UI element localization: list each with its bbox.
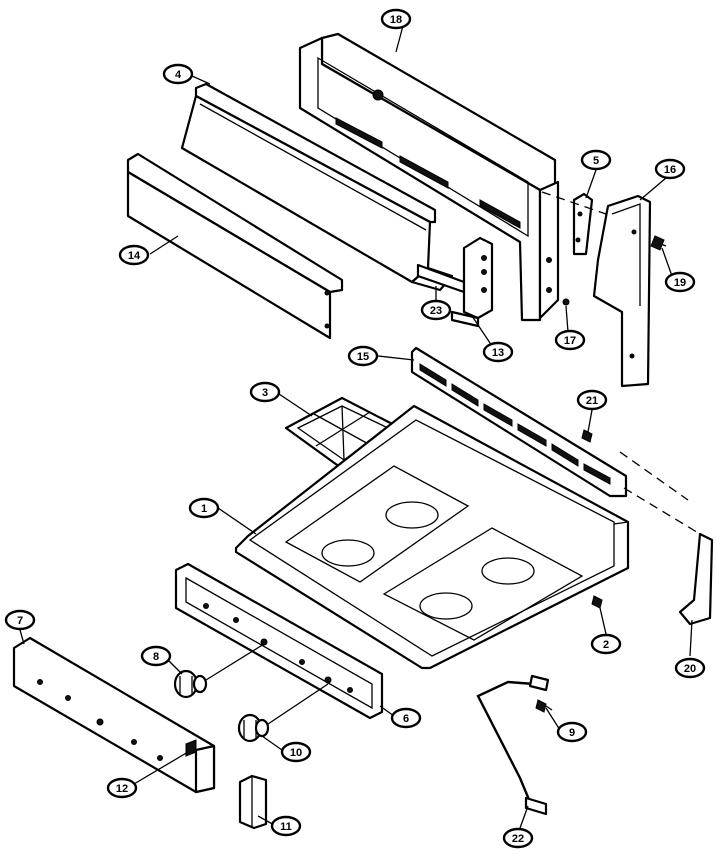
part-6-control-panel [174, 562, 384, 720]
svg-text:5: 5 [593, 155, 599, 167]
svg-text:6: 6 [403, 713, 409, 725]
part-1-cooktop [234, 404, 630, 670]
part-5-end-bracket [572, 192, 594, 256]
part-21-screw [581, 429, 593, 443]
leader-lines [19, 21, 693, 829]
callout-4: 4 [162, 63, 194, 85]
assembly-line [619, 451, 689, 501]
part-17-screw [562, 298, 570, 306]
svg-text:23: 23 [430, 305, 442, 317]
assembly-line [541, 191, 607, 215]
assembly-line [623, 487, 701, 535]
callout-9: 9 [556, 721, 588, 743]
svg-text:2: 2 [603, 639, 609, 651]
part-11-plate [238, 774, 268, 830]
svg-text:22: 22 [512, 833, 524, 845]
callout-19: 19 [664, 271, 696, 293]
part-9-screw [535, 699, 553, 713]
callout-12: 12 [106, 777, 138, 799]
svg-text:4: 4 [175, 69, 182, 81]
svg-text:3: 3 [262, 387, 268, 399]
callout-10: 10 [280, 741, 312, 763]
svg-text:7: 7 [17, 615, 23, 627]
callout-17: 17 [554, 329, 586, 351]
callout-8: 8 [140, 645, 172, 667]
callout-23: 23 [420, 299, 452, 321]
svg-text:15: 15 [357, 351, 369, 363]
callout-6: 6 [390, 707, 422, 729]
callout-22: 22 [502, 827, 534, 849]
part-7-panel-housing [12, 636, 216, 794]
callout-11: 11 [270, 815, 302, 837]
part-2-screw [591, 595, 603, 609]
callout-1: 1 [188, 497, 220, 519]
part-10-knob [237, 713, 270, 743]
svg-text:16: 16 [664, 164, 676, 176]
svg-text:10: 10 [290, 747, 302, 759]
callout-20: 20 [674, 657, 706, 679]
callout-3: 3 [249, 381, 281, 403]
part-13-side-bracket [450, 236, 494, 328]
part-19-screw [650, 235, 667, 251]
assembly-line [267, 683, 329, 725]
part-15-vent-strip [410, 346, 628, 498]
svg-text:13: 13 [492, 347, 504, 359]
callout-18: 18 [380, 8, 412, 30]
svg-text:1: 1 [201, 503, 207, 515]
svg-text:12: 12 [116, 783, 128, 795]
svg-text:17: 17 [564, 335, 576, 347]
svg-text:14: 14 [128, 250, 141, 262]
svg-text:21: 21 [586, 395, 598, 407]
callout-15: 15 [347, 345, 379, 367]
part-8-knob [173, 669, 208, 699]
part-16-end-cap [592, 194, 652, 388]
callout-21: 21 [576, 389, 608, 411]
part-18-backguard-frame [298, 32, 560, 322]
svg-text:18: 18 [390, 14, 402, 26]
callout-7: 7 [4, 609, 36, 631]
svg-text:19: 19 [674, 277, 686, 289]
svg-text:9: 9 [569, 727, 575, 739]
svg-text:11: 11 [280, 821, 292, 833]
svg-text:20: 20 [684, 663, 696, 675]
callout-14: 14 [118, 244, 150, 266]
svg-text:8: 8 [153, 651, 159, 663]
callout-2: 2 [590, 633, 622, 655]
part-20-side-bracket [678, 532, 714, 626]
callout-16: 16 [654, 158, 686, 180]
assembly-line [205, 643, 265, 681]
part-22-wire [476, 674, 550, 816]
part-14-front-trim [126, 152, 344, 340]
callout-13: 13 [482, 341, 514, 363]
callout-5: 5 [580, 149, 612, 171]
